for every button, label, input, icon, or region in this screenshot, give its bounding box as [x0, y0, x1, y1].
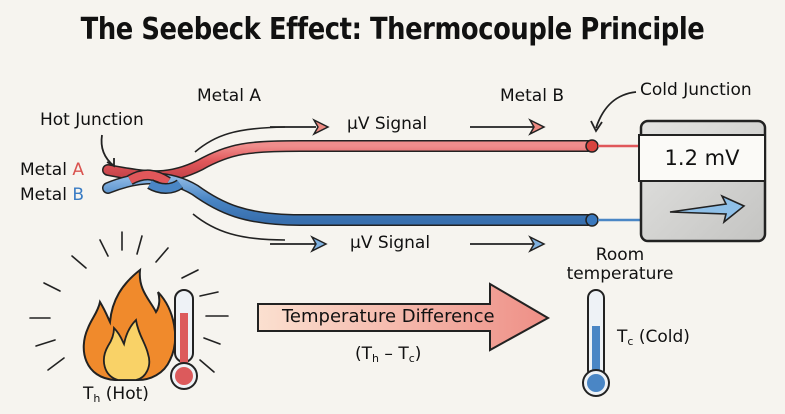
metal-b-letter: B — [72, 185, 85, 205]
metal-b-label-text: Metal — [20, 185, 73, 205]
cold-temperature-label: Tc (Cold) — [617, 327, 690, 348]
formula-mid: – T — [379, 344, 409, 364]
signal-arrow-bottom-1 — [270, 235, 328, 253]
temperature-difference-formula: (Th – Tc) — [355, 344, 421, 365]
signal-label-bottom: µV Signal — [350, 233, 431, 253]
diagram-title: The Seebeck Effect: Thermocouple Princip… — [80, 12, 705, 47]
hot-thermometer-icon — [170, 289, 198, 390]
hot-junction-pointer — [100, 134, 115, 167]
cold-junction-b — [585, 213, 599, 227]
hot-subscript: h — [93, 392, 101, 405]
wire-metal-b — [102, 172, 640, 227]
hot-T: T — [83, 384, 94, 404]
formula-open: (T — [355, 344, 373, 364]
room-temperature-line2: temperature — [566, 264, 674, 284]
cold-T: T — [617, 327, 628, 347]
temperature-difference-label: Temperature Difference — [282, 306, 495, 327]
hot-suffix: (Hot) — [100, 384, 149, 404]
formula-sub-h: h — [372, 352, 380, 365]
signal-arrow-top-2 — [470, 118, 546, 136]
meter-display: 1.2 mV — [638, 134, 766, 182]
signal-arrow-top-1 — [270, 118, 330, 136]
wire-metal-a — [102, 139, 640, 183]
temperature-difference-arrow — [257, 282, 551, 352]
flame-icon — [82, 267, 177, 381]
cold-thermometer-icon — [582, 289, 610, 397]
heat-rays — [29, 231, 229, 373]
hot-junction-label: Hot Junction — [40, 110, 144, 130]
cold-suffix: (Cold) — [633, 327, 690, 347]
signal-label-top: µV Signal — [347, 114, 428, 134]
meter-needle-arrow — [669, 194, 746, 225]
cold-junction-a — [585, 139, 599, 153]
cold-junction-pointer — [595, 91, 637, 129]
cold-junction-label: Cold Junction — [640, 80, 752, 100]
room-temperature-line1: Room — [595, 245, 645, 265]
metal-a-label-text: Metal — [20, 160, 73, 180]
hot-temperature-label: Th (Hot) — [83, 384, 149, 405]
metal-a-label: Metal A — [20, 160, 84, 180]
metal-b-label: Metal B — [20, 185, 84, 205]
signal-arrow-bottom-2 — [470, 235, 546, 253]
cold-subscript: c — [627, 335, 634, 348]
metal-a-top-label: Metal A — [197, 86, 261, 106]
formula-sub-c: c — [408, 352, 415, 365]
formula-close: ) — [414, 344, 422, 364]
metal-a-letter: A — [72, 160, 84, 180]
metal-b-top-label: Metal B — [500, 86, 564, 106]
